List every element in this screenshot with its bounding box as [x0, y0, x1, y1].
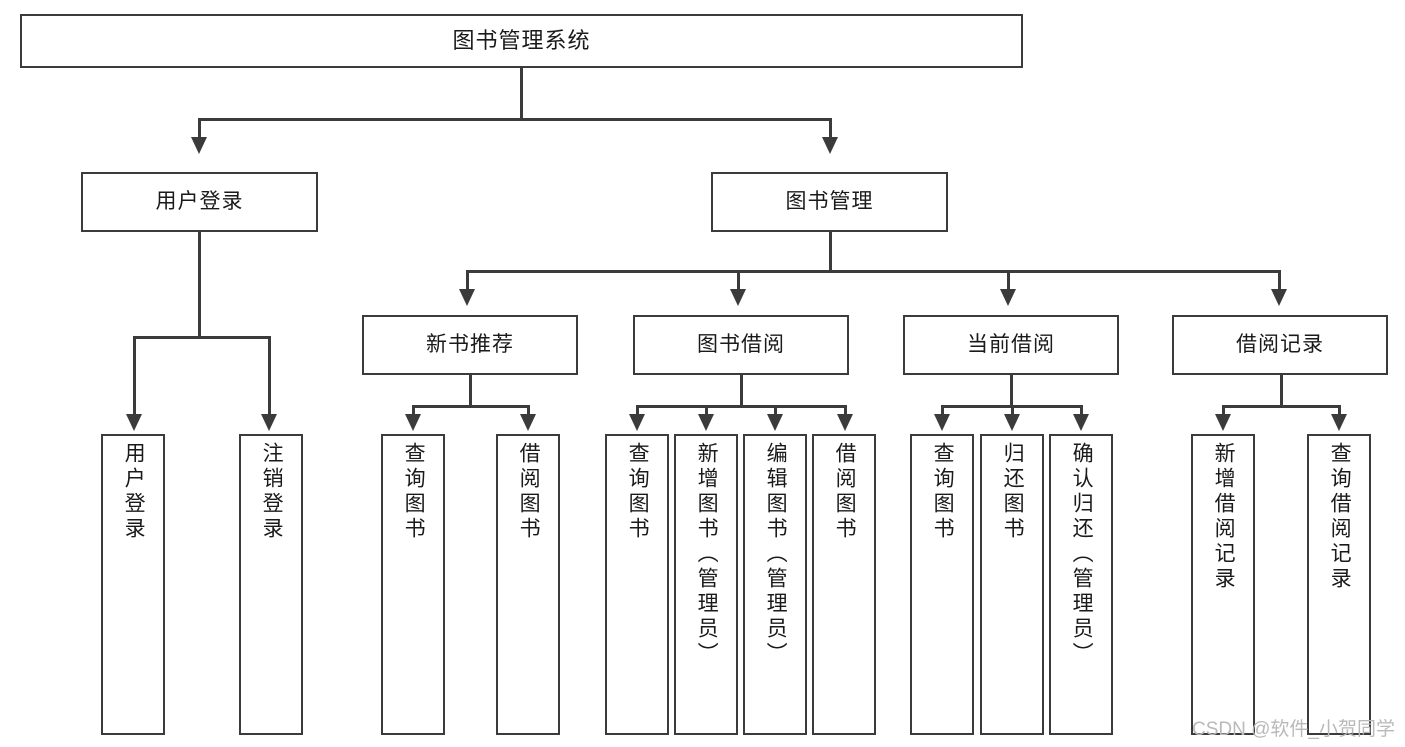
node-book-borrow[interactable]: 图书借阅 — [633, 315, 849, 375]
connector-new-book-leaf1 — [412, 405, 415, 416]
node-user-login[interactable]: 用户登录 — [81, 172, 318, 232]
leaf-edit-book-admin[interactable]: 编辑图书（管理员） — [743, 434, 807, 735]
node-borrow-record[interactable]: 借阅记录 — [1172, 315, 1388, 375]
connector-root-bus — [198, 118, 832, 121]
node-label: 图书管理 — [785, 190, 874, 214]
connector-bb-leaf1 — [636, 405, 639, 416]
node-label: 查询图书 — [626, 442, 650, 542]
connector-borrow-record-bus — [1222, 405, 1341, 408]
node-label: 确认归还（管理员） — [1070, 442, 1094, 667]
connector-cb-leaf3 — [1080, 405, 1083, 416]
node-label: 图书管理系统 — [452, 27, 591, 53]
arrowhead-nb-leaf1 — [405, 414, 421, 431]
node-new-book-recommend[interactable]: 新书推荐 — [362, 315, 578, 375]
connector-borrow-record-stem — [1280, 375, 1283, 407]
csdn-watermark: CSDN @软件_小贺同学 — [1192, 714, 1395, 741]
connector-to-borrow-record — [1278, 270, 1281, 291]
node-label: 注销登录 — [260, 442, 284, 542]
leaf-confirm-return-admin[interactable]: 确认归还（管理员） — [1049, 434, 1113, 735]
node-label: 新增图书（管理员） — [695, 442, 719, 667]
node-label: 用户登录 — [122, 442, 146, 542]
connector-cb-leaf2 — [1011, 405, 1014, 416]
node-label: 当前借阅 — [967, 333, 1055, 357]
arrowhead-user-login — [191, 137, 207, 154]
connector-book-manage-stem — [829, 232, 832, 272]
arrowhead-nb-leaf2 — [520, 414, 536, 431]
connector-new-book-leaf2 — [527, 405, 530, 416]
connector-to-book-borrow — [737, 270, 740, 291]
connector-new-book-stem — [469, 375, 472, 407]
node-label: 新书推荐 — [426, 333, 514, 357]
connector-book-borrow-stem — [740, 375, 743, 407]
arrowhead-cb-leaf2 — [1004, 414, 1020, 431]
node-current-borrow[interactable]: 当前借阅 — [903, 315, 1119, 375]
node-label: 用户登录 — [155, 190, 244, 214]
arrowhead-current-borrow — [1000, 289, 1016, 306]
connector-to-current-borrow — [1007, 270, 1010, 291]
node-label: 编辑图书（管理员） — [764, 442, 788, 667]
leaf-query-borrow-record[interactable]: 查询借阅记录 — [1307, 434, 1371, 735]
arrowhead-book-manage — [822, 137, 838, 154]
leaf-query-book-recommend[interactable]: 查询图书 — [381, 434, 445, 735]
leaf-add-borrow-record[interactable]: 新增借阅记录 — [1191, 434, 1255, 735]
connector-br-leaf2 — [1338, 405, 1341, 416]
connector-user-login-leaf2 — [268, 336, 271, 416]
watermark-text: CSDN @软件_小贺同学 — [1192, 719, 1395, 740]
connector-bb-leaf4 — [844, 405, 847, 416]
arrowhead-leaf-user-login — [126, 414, 142, 431]
arrowhead-leaf-logout — [261, 414, 277, 431]
node-label: 归还图书 — [1001, 442, 1025, 542]
connector-cb-leaf1 — [941, 405, 944, 416]
connector-level3-bus — [466, 270, 1278, 273]
node-book-management[interactable]: 图书管理 — [711, 172, 948, 232]
connector-root-stem — [520, 68, 523, 120]
arrowhead-bb-leaf1 — [629, 414, 645, 431]
connector-user-login-bus — [133, 336, 270, 339]
connector-user-login-stem — [198, 232, 201, 338]
leaf-add-book-admin[interactable]: 新增图书（管理员） — [674, 434, 738, 735]
arrowhead-new-book-recommend — [459, 289, 475, 306]
leaf-user-login[interactable]: 用户登录 — [101, 434, 165, 735]
connector-current-borrow-stem — [1010, 375, 1013, 407]
connector-to-new-book — [466, 270, 469, 291]
connector-new-book-bus — [412, 405, 530, 408]
arrowhead-cb-leaf3 — [1073, 414, 1089, 431]
arrowhead-br-leaf2 — [1331, 414, 1347, 431]
leaf-query-book-borrow[interactable]: 查询图书 — [605, 434, 669, 735]
node-label: 借阅图书 — [517, 442, 541, 542]
node-root-system[interactable]: 图书管理系统 — [20, 14, 1023, 68]
connector-bb-leaf3 — [774, 405, 777, 416]
arrowhead-br-leaf1 — [1215, 414, 1231, 431]
node-label: 图书借阅 — [697, 333, 785, 357]
leaf-query-book-current[interactable]: 查询图书 — [910, 434, 974, 735]
node-label: 查询图书 — [402, 442, 426, 542]
connector-book-borrow-bus — [636, 405, 847, 408]
leaf-logout[interactable]: 注销登录 — [239, 434, 303, 735]
node-label: 新增借阅记录 — [1212, 442, 1236, 592]
node-label: 查询借阅记录 — [1328, 442, 1352, 592]
leaf-return-book[interactable]: 归还图书 — [980, 434, 1044, 735]
arrowhead-bb-leaf2 — [698, 414, 714, 431]
connector-br-leaf1 — [1222, 405, 1225, 416]
connector-user-login-leaf1 — [133, 336, 136, 416]
node-label: 借阅图书 — [833, 442, 857, 542]
arrowhead-bb-leaf3 — [767, 414, 783, 431]
connector-bb-leaf2 — [705, 405, 708, 416]
node-label: 借阅记录 — [1236, 333, 1324, 357]
leaf-borrow-book[interactable]: 借阅图书 — [812, 434, 876, 735]
arrowhead-book-borrow — [730, 289, 746, 306]
arrowhead-bb-leaf4 — [837, 414, 853, 431]
arrowhead-borrow-record — [1271, 289, 1287, 306]
node-label: 查询图书 — [931, 442, 955, 542]
connector-root-to-user-login — [198, 118, 201, 139]
arrowhead-cb-leaf1 — [934, 414, 950, 431]
connector-root-to-book-manage — [829, 118, 832, 139]
leaf-borrow-book-recommend[interactable]: 借阅图书 — [496, 434, 560, 735]
